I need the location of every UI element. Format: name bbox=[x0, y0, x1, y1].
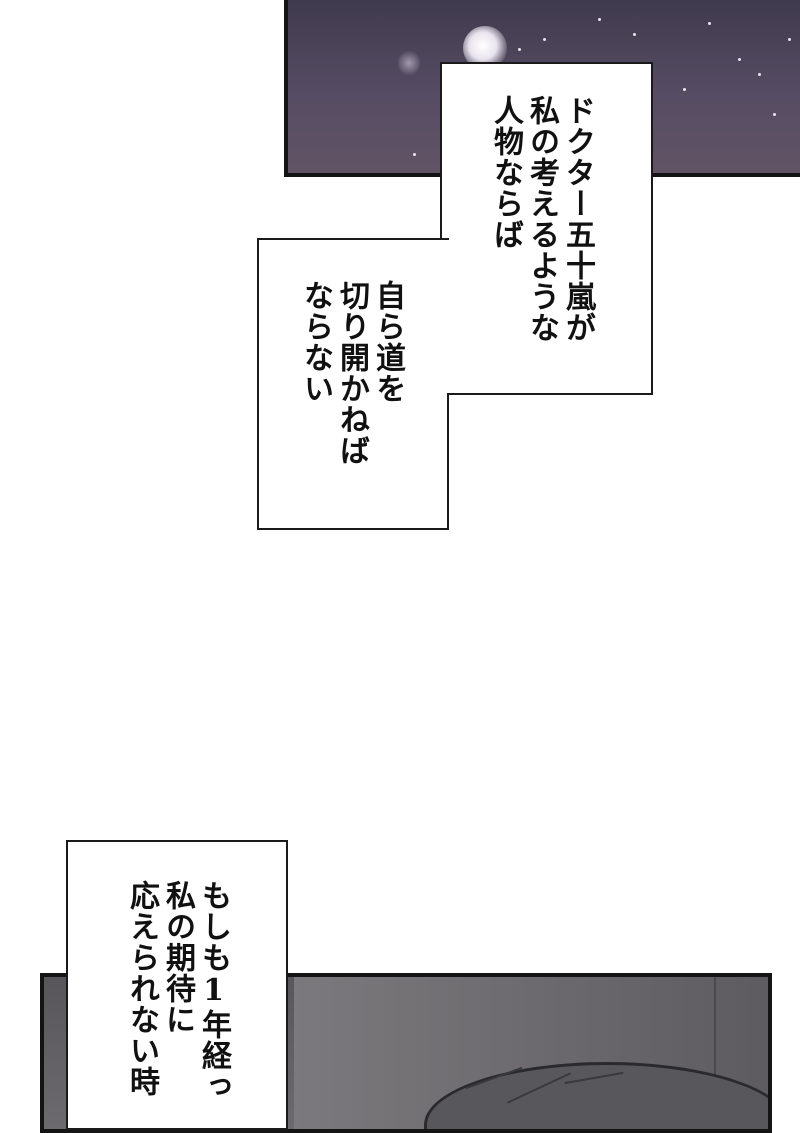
caption-box-2 bbox=[257, 238, 449, 530]
caption-3-line-2: 私の期待に bbox=[160, 880, 195, 1035]
star bbox=[773, 113, 776, 116]
caption-merge-fill bbox=[442, 240, 450, 393]
caption-box-1 bbox=[440, 62, 653, 395]
wall-seam bbox=[714, 977, 716, 1129]
caption-1-line-1: ドクター五十嵐が bbox=[560, 95, 595, 343]
caption-3-line-3: 応えられない時 bbox=[124, 880, 159, 1097]
caption-box-3 bbox=[66, 840, 288, 1130]
star bbox=[788, 38, 791, 41]
caption-1-line-2: 私の考えるような bbox=[524, 95, 559, 343]
moon-glow bbox=[398, 50, 420, 76]
star bbox=[543, 38, 546, 41]
star bbox=[598, 18, 601, 21]
star bbox=[708, 22, 711, 25]
star bbox=[413, 153, 416, 156]
star bbox=[518, 48, 521, 51]
caption-2-line-1: 自ら道を bbox=[370, 280, 405, 404]
star bbox=[738, 58, 741, 61]
caption-2-line-3: ならない bbox=[298, 280, 333, 404]
star bbox=[683, 88, 686, 91]
caption-3-line-1: もしも1年経っ bbox=[196, 880, 231, 1102]
caption-2-line-2: 切り開かねば bbox=[334, 280, 369, 466]
star bbox=[633, 33, 636, 36]
caption-1-line-3: 人物ならば bbox=[488, 95, 523, 250]
star bbox=[758, 73, 761, 76]
